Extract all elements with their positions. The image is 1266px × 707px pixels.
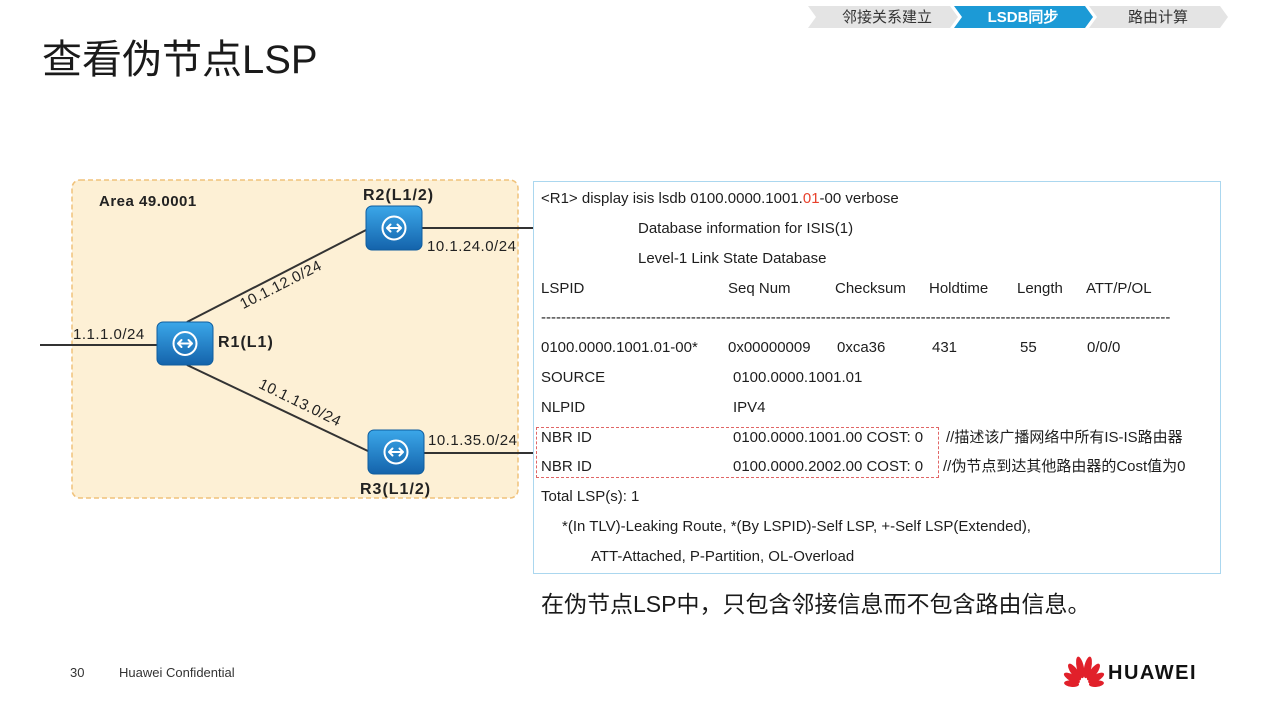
link-r1-r3 xyxy=(186,364,371,453)
column-header: Holdtime xyxy=(929,280,989,297)
router-icon xyxy=(383,439,409,465)
logo-petal xyxy=(1068,663,1082,681)
cli-command-line: <R1> display isis lsdb 0100.0000.1001.01… xyxy=(541,189,899,209)
lsp-cell: 0/0/0 xyxy=(1087,339,1121,356)
nlpid-value: IPV4 xyxy=(733,399,766,416)
cli-command-highlight: 01 xyxy=(802,190,820,207)
confidential-label: Huawei Confidential xyxy=(119,665,235,680)
nbr-comment: //伪节点到达其他路由器的Cost值为0 xyxy=(943,458,1186,475)
column-header: ATT/P/OL xyxy=(1086,280,1152,297)
router-icon xyxy=(381,215,407,241)
area-label: Area 49.0001 xyxy=(99,193,197,210)
column-header: Seq Num xyxy=(728,280,791,297)
network-label-r1-external: 1.1.1.0/24 xyxy=(73,326,145,343)
nbr-value: 0100.0000.1001.00 COST: 0 xyxy=(733,429,924,446)
network-label-r2-external: 10.1.24.0/24 xyxy=(427,238,516,255)
nbr-label: NBR ID xyxy=(541,429,592,446)
router-r3 xyxy=(367,429,425,475)
logo-petal xyxy=(1064,680,1080,687)
lsp-cell: 431 xyxy=(932,339,958,356)
router-icon-ring xyxy=(172,331,198,356)
lsp-cell: 0x00000009 xyxy=(728,339,811,356)
cli-command-prefix: <R1> display isis lsdb 0100.0000.1001. xyxy=(541,190,803,207)
step-label: LSDB同步 xyxy=(988,9,1059,26)
router-r1 xyxy=(156,321,214,366)
cli-legend-line-1: *(In TLV)-Leaking Route, *(By LSPID)-Sel… xyxy=(562,518,1031,535)
lsp-cell: 0xca36 xyxy=(837,339,886,356)
column-header: LSPID xyxy=(541,280,585,297)
router-icon xyxy=(172,331,198,356)
step-chevron xyxy=(808,6,958,28)
nbr-highlight-box xyxy=(536,427,939,478)
summary-note: 在伪节点LSP中，只包含邻接信息而不包含路由信息。 xyxy=(541,591,1091,617)
column-header: Length xyxy=(1017,280,1063,297)
nbr-comment: //描述该广播网络中所有IS-IS路由器 xyxy=(946,429,1183,446)
progress-step-adjacency: 邻接关系建立 xyxy=(808,6,958,28)
step-label: 邻接关系建立 xyxy=(842,9,932,26)
router-label-r3: R3(L1/2) xyxy=(360,481,431,498)
huawei-logo: HUAWEI xyxy=(1063,656,1197,687)
link-r1-r2 xyxy=(186,228,369,323)
logo-petal xyxy=(1086,663,1100,681)
progress-steps: 邻接关系建立 LSDB同步 路由计算 xyxy=(808,6,1228,28)
nbr-label: NBR ID xyxy=(541,458,592,475)
cli-command-suffix: -00 verbose xyxy=(819,190,899,207)
source-label: SOURCE xyxy=(541,369,606,386)
page-title: 查看伪节点LSP xyxy=(42,38,318,82)
logo-petal xyxy=(1088,680,1104,687)
cli-separator: ----------------------------------------… xyxy=(541,309,1171,326)
cli-legend-line-2: ATT-Attached, P-Partition, OL-Overload xyxy=(591,548,855,565)
progress-step-route-calc: 路由计算 xyxy=(1089,6,1228,28)
area-boundary xyxy=(71,179,519,499)
source-value: 0100.0000.1001.01 xyxy=(733,369,863,386)
router-r2 xyxy=(365,205,423,251)
step-chevron xyxy=(1089,6,1228,28)
router-icon-arrows xyxy=(386,223,402,233)
lsp-cell: 0100.0000.1001.01-00* xyxy=(541,339,698,356)
router-label-r2: R2(L1/2) xyxy=(363,187,434,204)
step-label: 路由计算 xyxy=(1128,8,1188,26)
huawei-flower-icon xyxy=(1063,656,1105,687)
cli-db-info: Database information for ISIS(1) xyxy=(638,220,854,237)
nlpid-label: NLPID xyxy=(541,399,586,416)
step-chevron xyxy=(954,6,1093,28)
page-number: 30 xyxy=(70,665,85,680)
router-icon-arrows xyxy=(388,447,404,457)
cli-output-panel: <R1> display isis lsdb 0100.0000.1001.01… xyxy=(533,181,1221,574)
logo-petal xyxy=(1063,672,1080,684)
progress-step-lsdb-sync: LSDB同步 xyxy=(954,6,1093,28)
network-label-r3-external: 10.1.35.0/24 xyxy=(428,432,517,449)
lsp-cell: 55 xyxy=(1020,339,1037,356)
router-icon-ring xyxy=(383,439,409,465)
cli-db-level: Level-1 Link State Database xyxy=(638,250,827,267)
logo-wordmark: HUAWEI xyxy=(1108,662,1197,684)
column-header: Checksum xyxy=(835,280,906,297)
router-icon-ring xyxy=(381,215,407,241)
logo-petal xyxy=(1088,672,1105,684)
network-topology-diagram: Area 49.0001 1.1.1.0/24 10.1.12.0/24 10.… xyxy=(40,179,533,499)
router-icon-arrows xyxy=(177,339,193,348)
router-label-r1: R1(L1) xyxy=(218,334,274,351)
nbr-value: 0100.0000.2002.00 COST: 0 xyxy=(733,458,924,475)
cli-total: Total LSP(s): 1 xyxy=(541,488,640,505)
